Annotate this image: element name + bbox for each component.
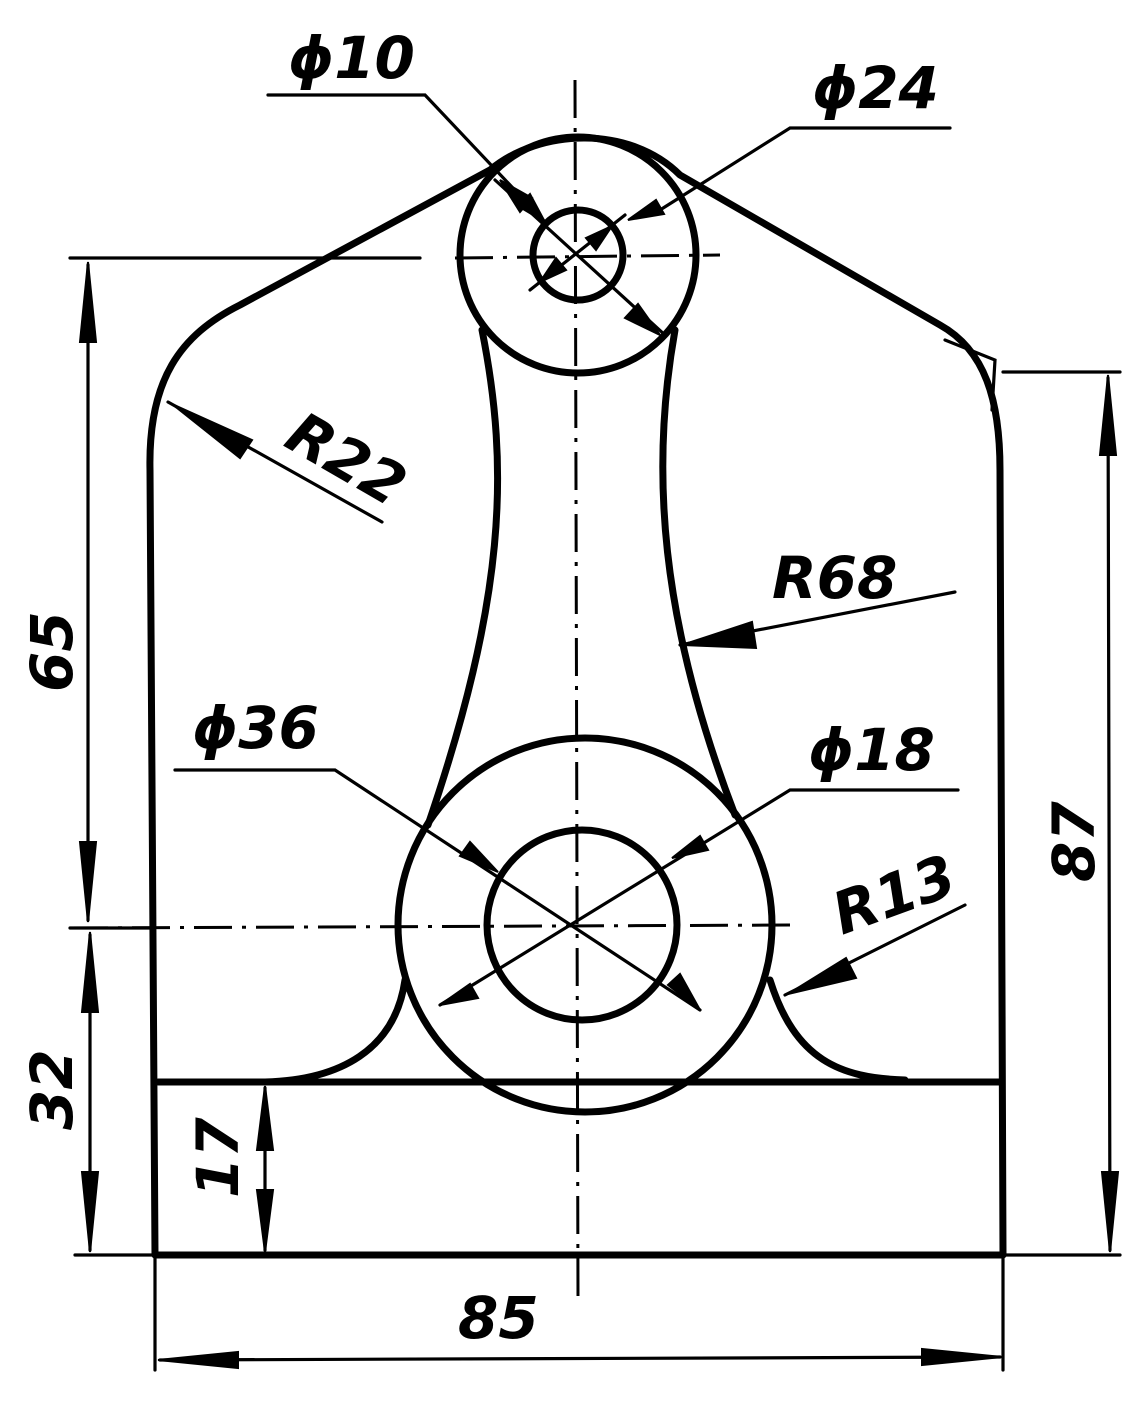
label-phi10: ϕ10 — [288, 24, 415, 92]
arrow-87-top — [1098, 374, 1118, 456]
label-phi18: ϕ18 — [808, 716, 935, 784]
arrow-phi24-b — [623, 302, 661, 336]
leaders — [166, 93, 967, 1012]
label-phi24: ϕ24 — [812, 54, 939, 122]
label-r13: R13 — [824, 841, 965, 948]
top-boss-circle — [456, 133, 700, 377]
dimension-labels: ϕ10 ϕ24 R22 R68 ϕ36 ϕ18 R13 65 32 17 87 … — [18, 24, 1108, 1352]
arrow-65-bottom — [78, 841, 98, 923]
arrow-phi36-b — [666, 972, 701, 1011]
label-r68: R68 — [772, 544, 897, 612]
bottom-hole-circle — [483, 826, 681, 1024]
label-phi36: ϕ36 — [192, 694, 319, 762]
arrow-32-bottom — [80, 1171, 100, 1253]
arrow-phi36-a — [458, 840, 499, 873]
part-outline — [146, 133, 1007, 1259]
lower-right-fillet — [766, 976, 909, 1084]
upper-right-tangent-mark — [943, 338, 997, 412]
leader-phi36 — [173, 768, 702, 1012]
label-32: 32 — [18, 1049, 86, 1130]
leader-phi10 — [266, 93, 547, 224]
arrow-phi18-b — [439, 982, 480, 1006]
arrow-65-top — [78, 261, 98, 343]
lower-left-fillet — [261, 976, 409, 1086]
linear-dimensions — [68, 256, 1122, 1372]
arrow-85-right — [921, 1347, 1003, 1367]
label-85: 85 — [458, 1284, 539, 1352]
label-17: 17 — [184, 1117, 252, 1198]
arrow-32-top — [80, 931, 100, 1013]
arm-right-side — [659, 326, 739, 819]
top-horizontal-centerline — [454, 253, 721, 260]
label-87: 87 — [1040, 801, 1108, 882]
arrow-r68 — [681, 620, 758, 650]
arrow-phi24-c — [499, 179, 534, 214]
arrow-85-left — [157, 1350, 239, 1370]
dim-line-87 — [1106, 376, 1112, 1252]
arrow-r22 — [171, 403, 254, 460]
arrow-17-bottom — [255, 1189, 275, 1253]
leader-phi18 — [438, 788, 960, 1007]
bottom-boss-circle — [394, 734, 776, 1116]
arrow-r13 — [787, 956, 858, 995]
arm-left-side — [424, 326, 502, 829]
label-65: 65 — [18, 611, 86, 692]
arrow-phi24-a — [627, 198, 666, 221]
arrow-87-bottom — [1100, 1171, 1120, 1253]
arrow-17-top — [255, 1085, 275, 1151]
top-hole-circle — [529, 206, 627, 304]
bottom-horizontal-centerline — [69, 923, 801, 930]
leader-phi24 — [658, 126, 952, 212]
vertical-centerline — [573, 79, 580, 1301]
dim-line-85 — [158, 1355, 1002, 1362]
arrow-phi18-a — [671, 834, 710, 859]
arrow-phi10-b — [537, 256, 568, 285]
arrow-phi10-c — [584, 223, 615, 252]
